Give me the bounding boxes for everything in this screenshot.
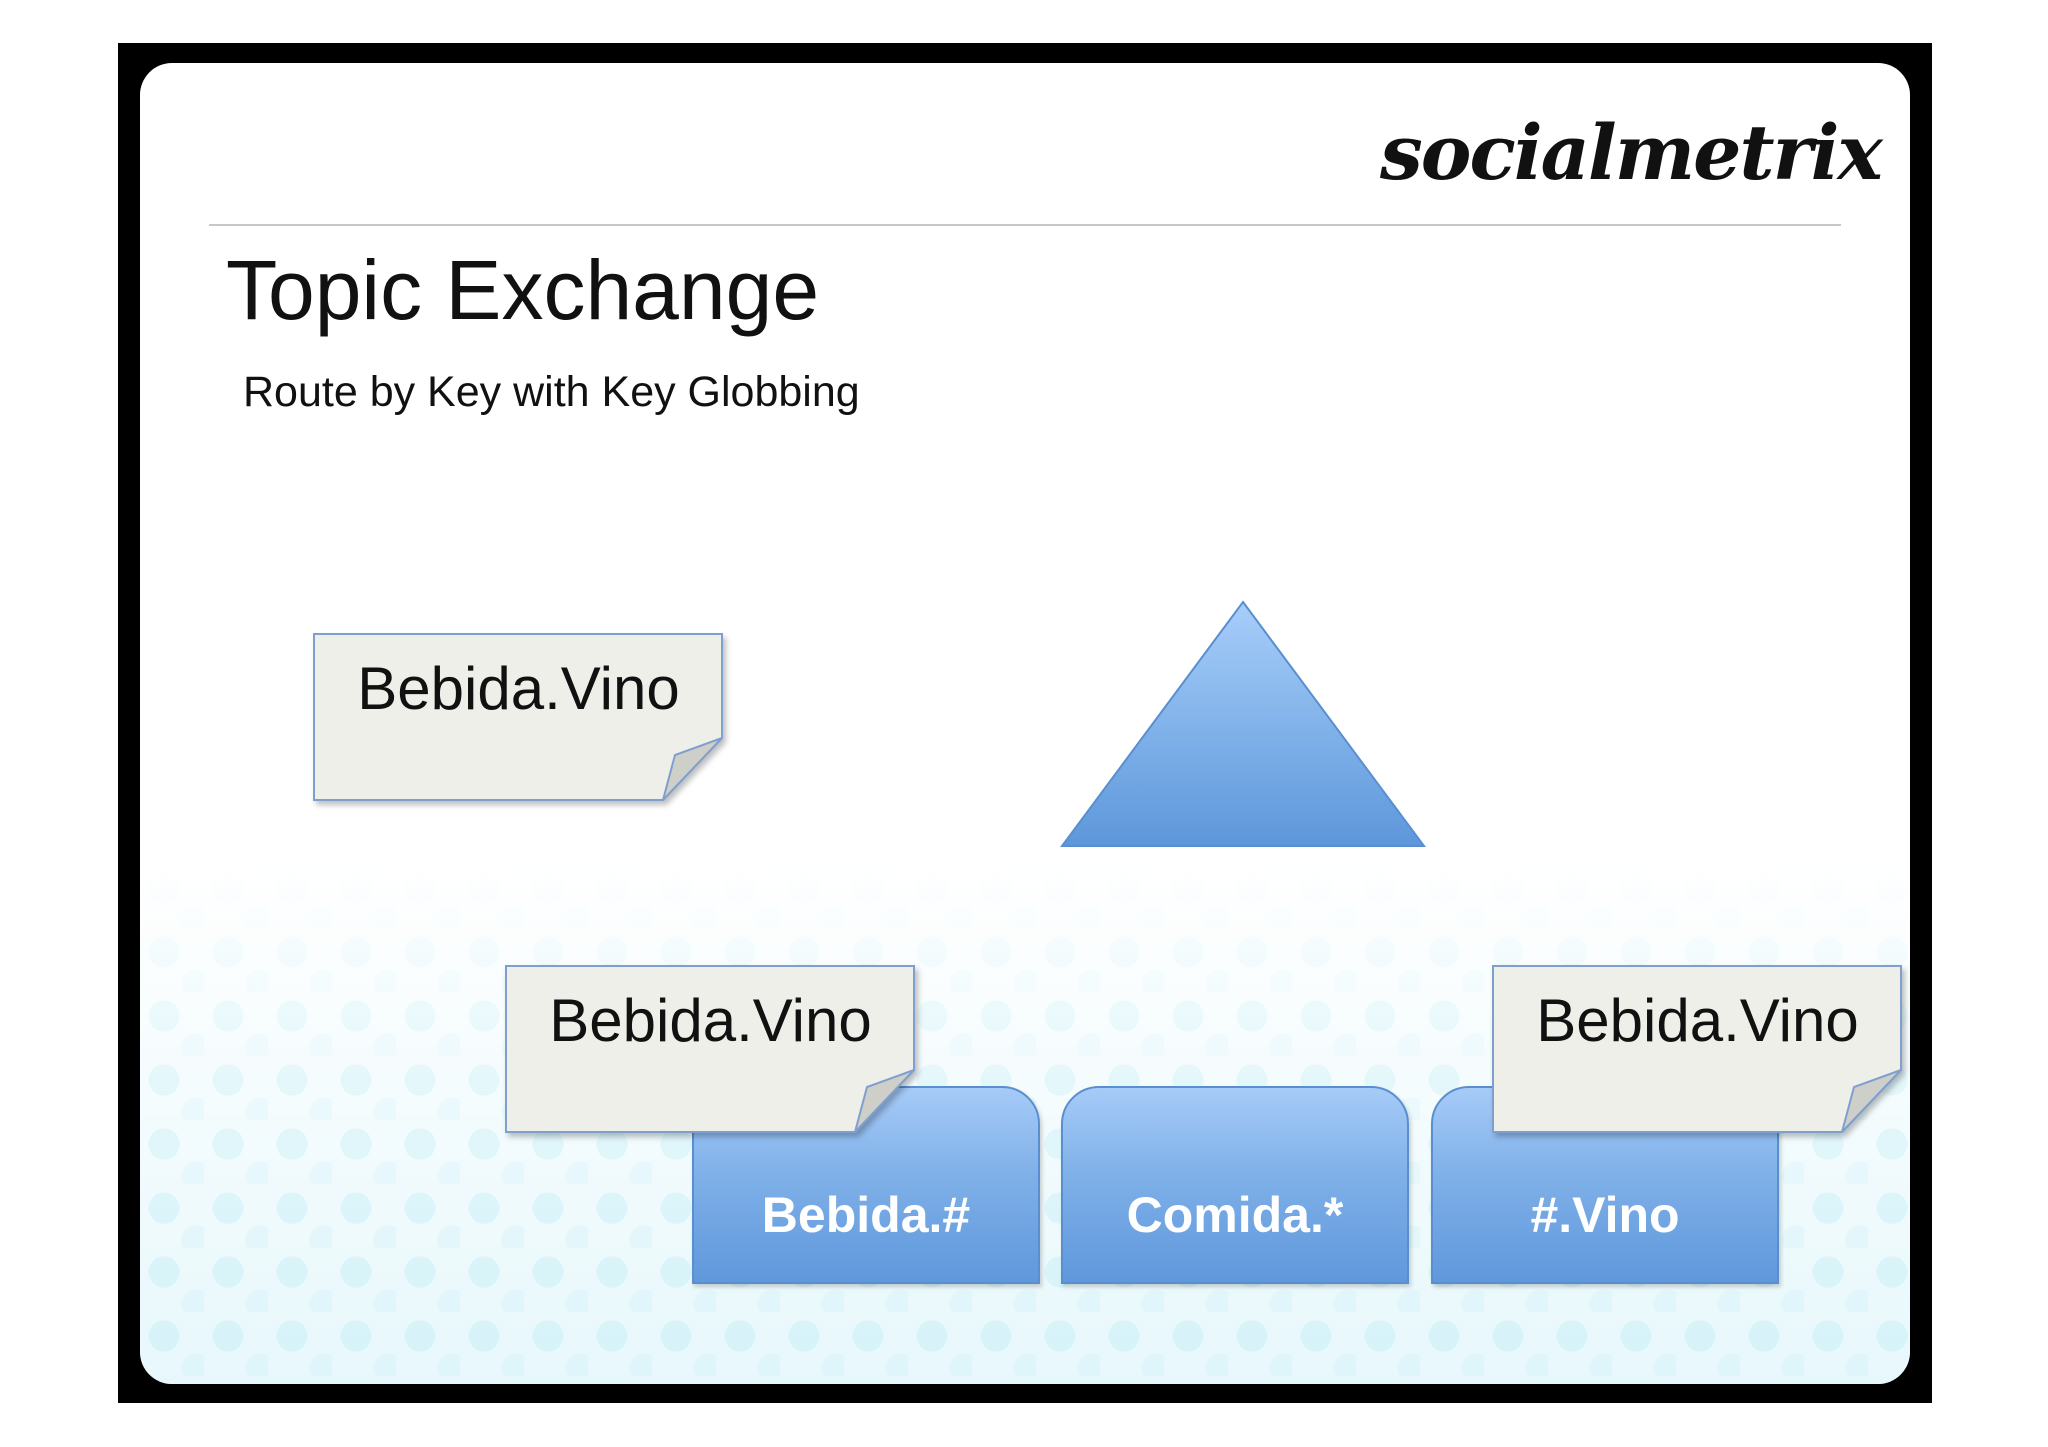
message-label: Bebida.Vino (549, 987, 872, 1054)
slide-subtitle: Route by Key with Key Globbing (243, 368, 860, 416)
queue-label: Comida.* (1126, 1187, 1344, 1243)
message-label: Bebida.Vino (1536, 987, 1859, 1054)
queue-comida: Comida.* (1061, 1086, 1409, 1284)
message-note: Bebida.Vino (505, 965, 916, 1135)
queue-label: #.Vino (1530, 1187, 1680, 1243)
brand-logo: socialmetrix (1380, 108, 1883, 197)
header-divider (209, 224, 1841, 226)
exchange-triangle (1060, 600, 1426, 847)
message-note: Bebida.Vino (1492, 965, 1903, 1135)
queue-label: Bebida.# (761, 1187, 971, 1243)
message-label: Bebida.Vino (357, 655, 680, 722)
message-note: Bebida.Vino (313, 633, 724, 803)
note-shape (313, 633, 723, 801)
slide-title: Topic Exchange (226, 243, 820, 337)
slide (140, 63, 1910, 1384)
note-shape (505, 965, 915, 1133)
note-shape (1492, 965, 1902, 1133)
